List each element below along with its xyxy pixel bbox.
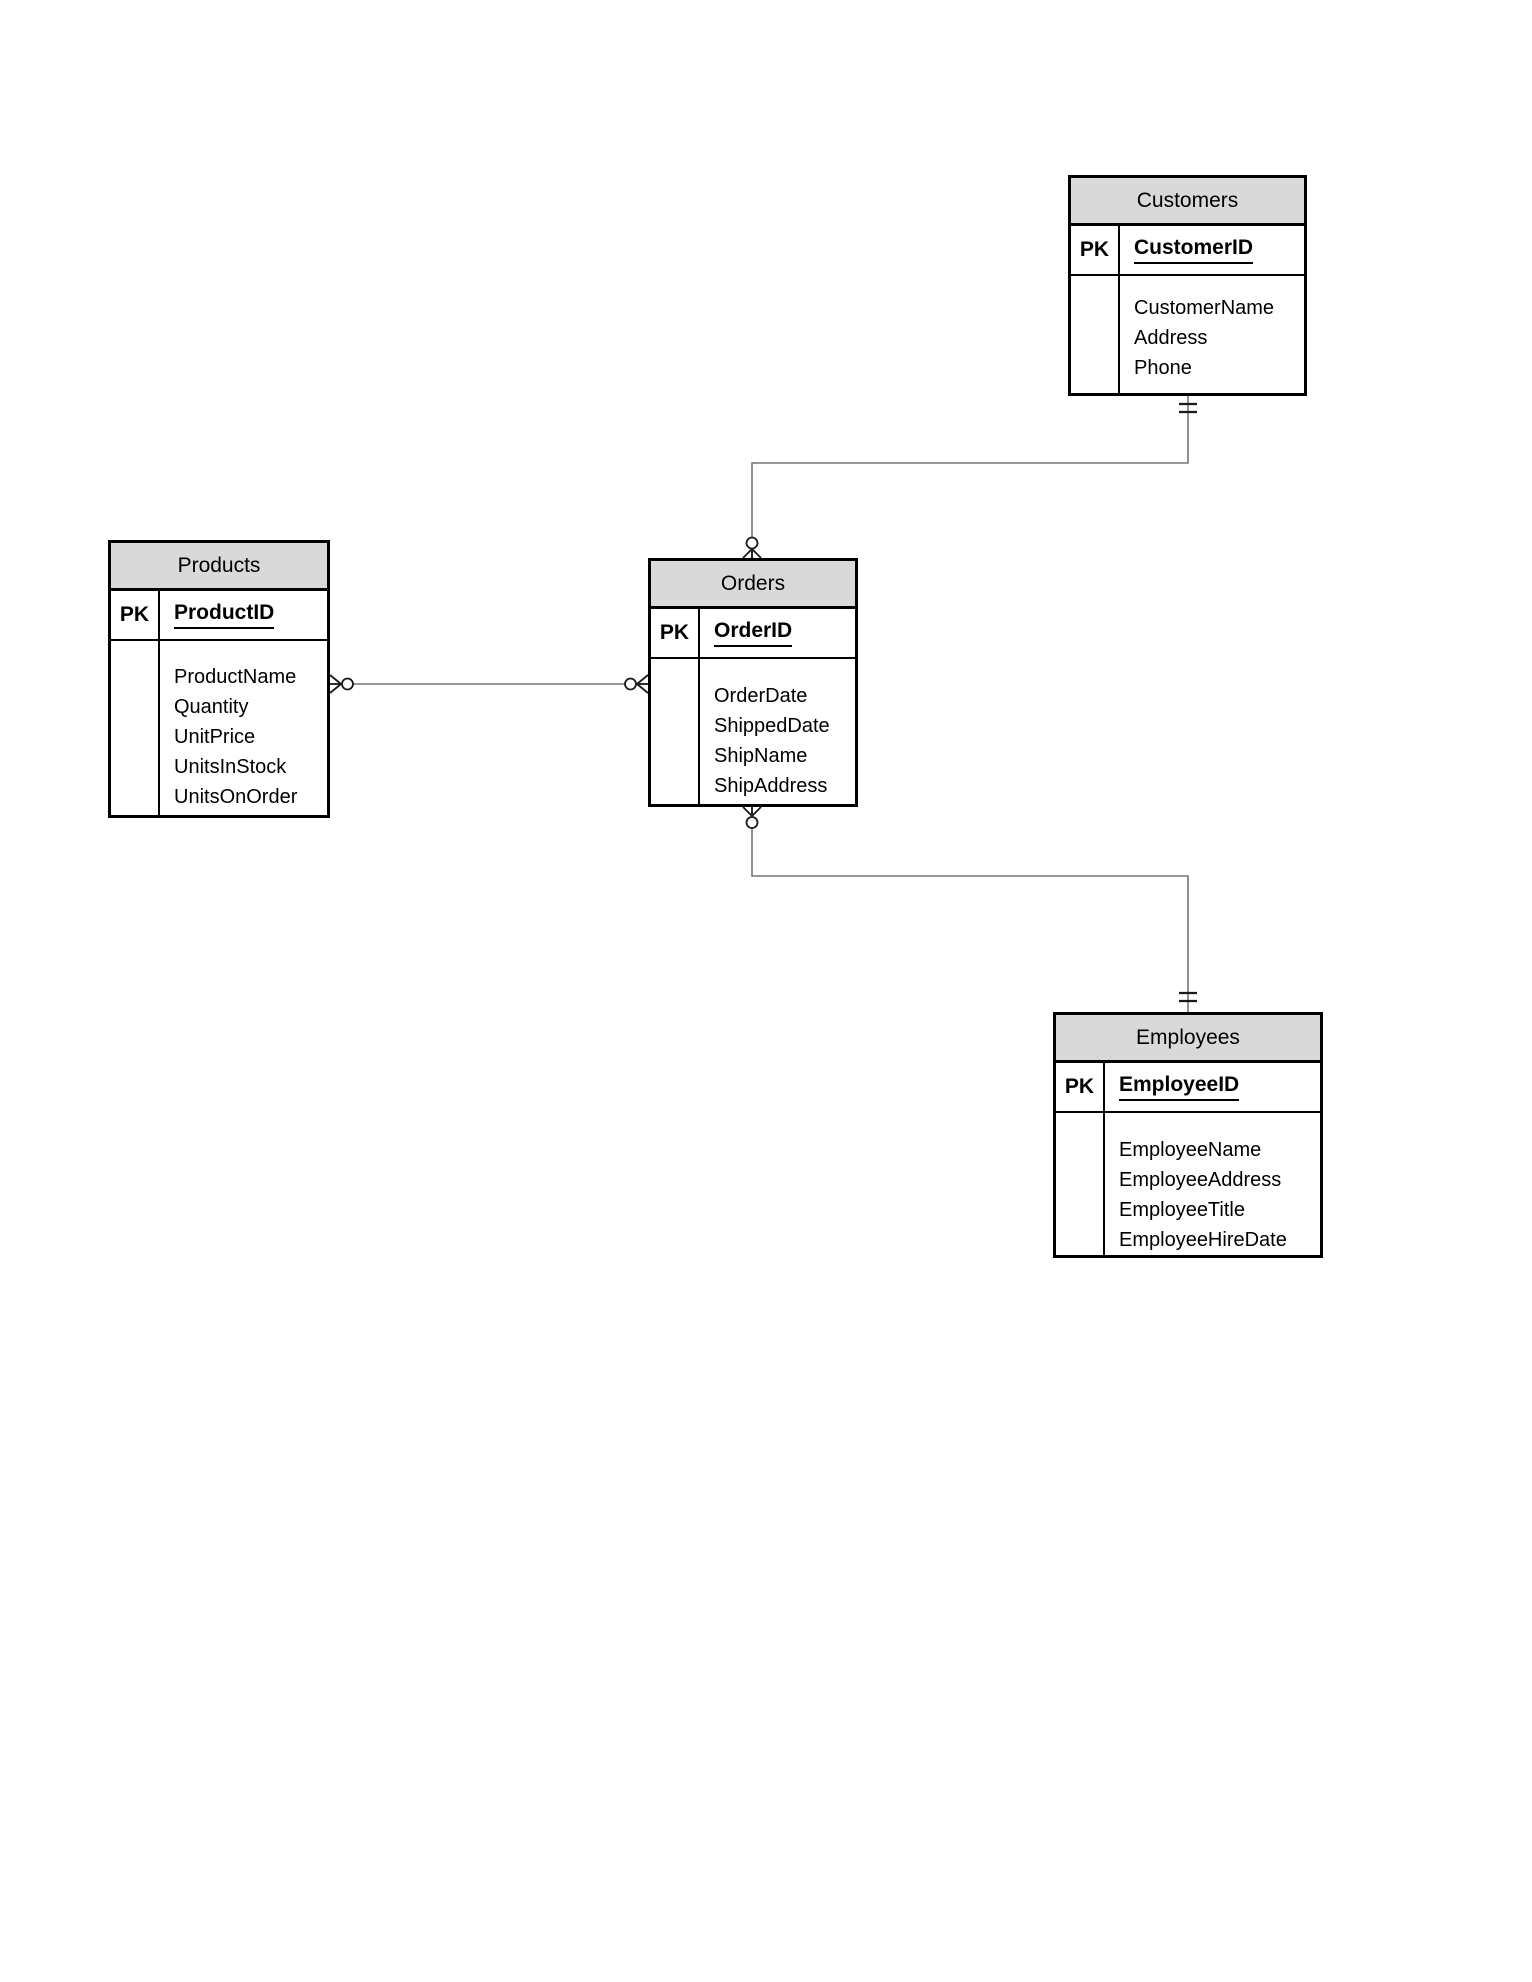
pk-row: PK ProductID: [111, 591, 327, 641]
cardinality-zero-or-many-icon: [742, 806, 762, 829]
attribute: UnitsInStock: [174, 756, 287, 778]
pk-spacer: [111, 641, 160, 815]
primary-key-field: CustomerID: [1134, 236, 1254, 264]
cardinality-one-and-only-one-icon: [1179, 991, 1197, 1003]
attribute: UnitsOnOrder: [174, 786, 298, 808]
primary-key-cell: CustomerID: [1120, 226, 1304, 274]
pk-row: PK OrderID: [651, 609, 855, 659]
pk-label: PK: [1071, 226, 1120, 274]
pk-spacer: [1071, 276, 1120, 393]
pk-spacer: [651, 659, 700, 804]
pk-spacer: [1056, 1113, 1105, 1255]
attribute: ShipName: [714, 745, 808, 767]
attribute: EmployeeHireDate: [1119, 1229, 1287, 1251]
attribute: ShipAddress: [714, 775, 828, 797]
cardinality-zero-or-many-icon: [329, 674, 354, 694]
connector-line: [751, 396, 1189, 558]
pk-label: PK: [1056, 1063, 1105, 1111]
attribute: CustomerName: [1134, 297, 1275, 319]
entity-title: Products: [111, 543, 327, 591]
cardinality-one-and-only-one-icon: [1179, 402, 1197, 414]
connector-line: [751, 807, 1189, 1012]
entity-title: Customers: [1071, 178, 1304, 226]
connector-products-orders: [329, 674, 649, 694]
attribute: OrderDate: [714, 685, 808, 707]
primary-key-cell: OrderID: [700, 609, 855, 657]
attribute: EmployeeName: [1119, 1139, 1262, 1161]
pk-label: PK: [111, 591, 160, 639]
attribute: EmployeeAddress: [1119, 1169, 1282, 1191]
pk-label: PK: [651, 609, 700, 657]
primary-key-field: OrderID: [714, 619, 793, 647]
attribute: Address: [1134, 327, 1208, 349]
attribute: ShippedDate: [714, 715, 830, 737]
cardinality-zero-or-many-icon: [742, 536, 762, 559]
connector-orders-employees: [742, 806, 1197, 1012]
attribute: Quantity: [174, 696, 249, 718]
primary-key-field: ProductID: [174, 601, 275, 629]
attribute: ProductName: [174, 666, 297, 688]
cardinality-zero-or-many-icon: [624, 674, 649, 694]
primary-key-cell: EmployeeID: [1105, 1063, 1320, 1111]
connector-customers-orders: [742, 396, 1197, 559]
pk-row: PK CustomerID: [1071, 226, 1304, 276]
primary-key-cell: ProductID: [160, 591, 327, 639]
attribute: EmployeeTitle: [1119, 1199, 1245, 1221]
primary-key-field: EmployeeID: [1119, 1073, 1240, 1101]
pk-row: PK EmployeeID: [1056, 1063, 1320, 1113]
entity-title: Orders: [651, 561, 855, 609]
attribute: Phone: [1134, 357, 1192, 379]
entity-title: Employees: [1056, 1015, 1320, 1063]
attribute: UnitPrice: [174, 726, 256, 748]
